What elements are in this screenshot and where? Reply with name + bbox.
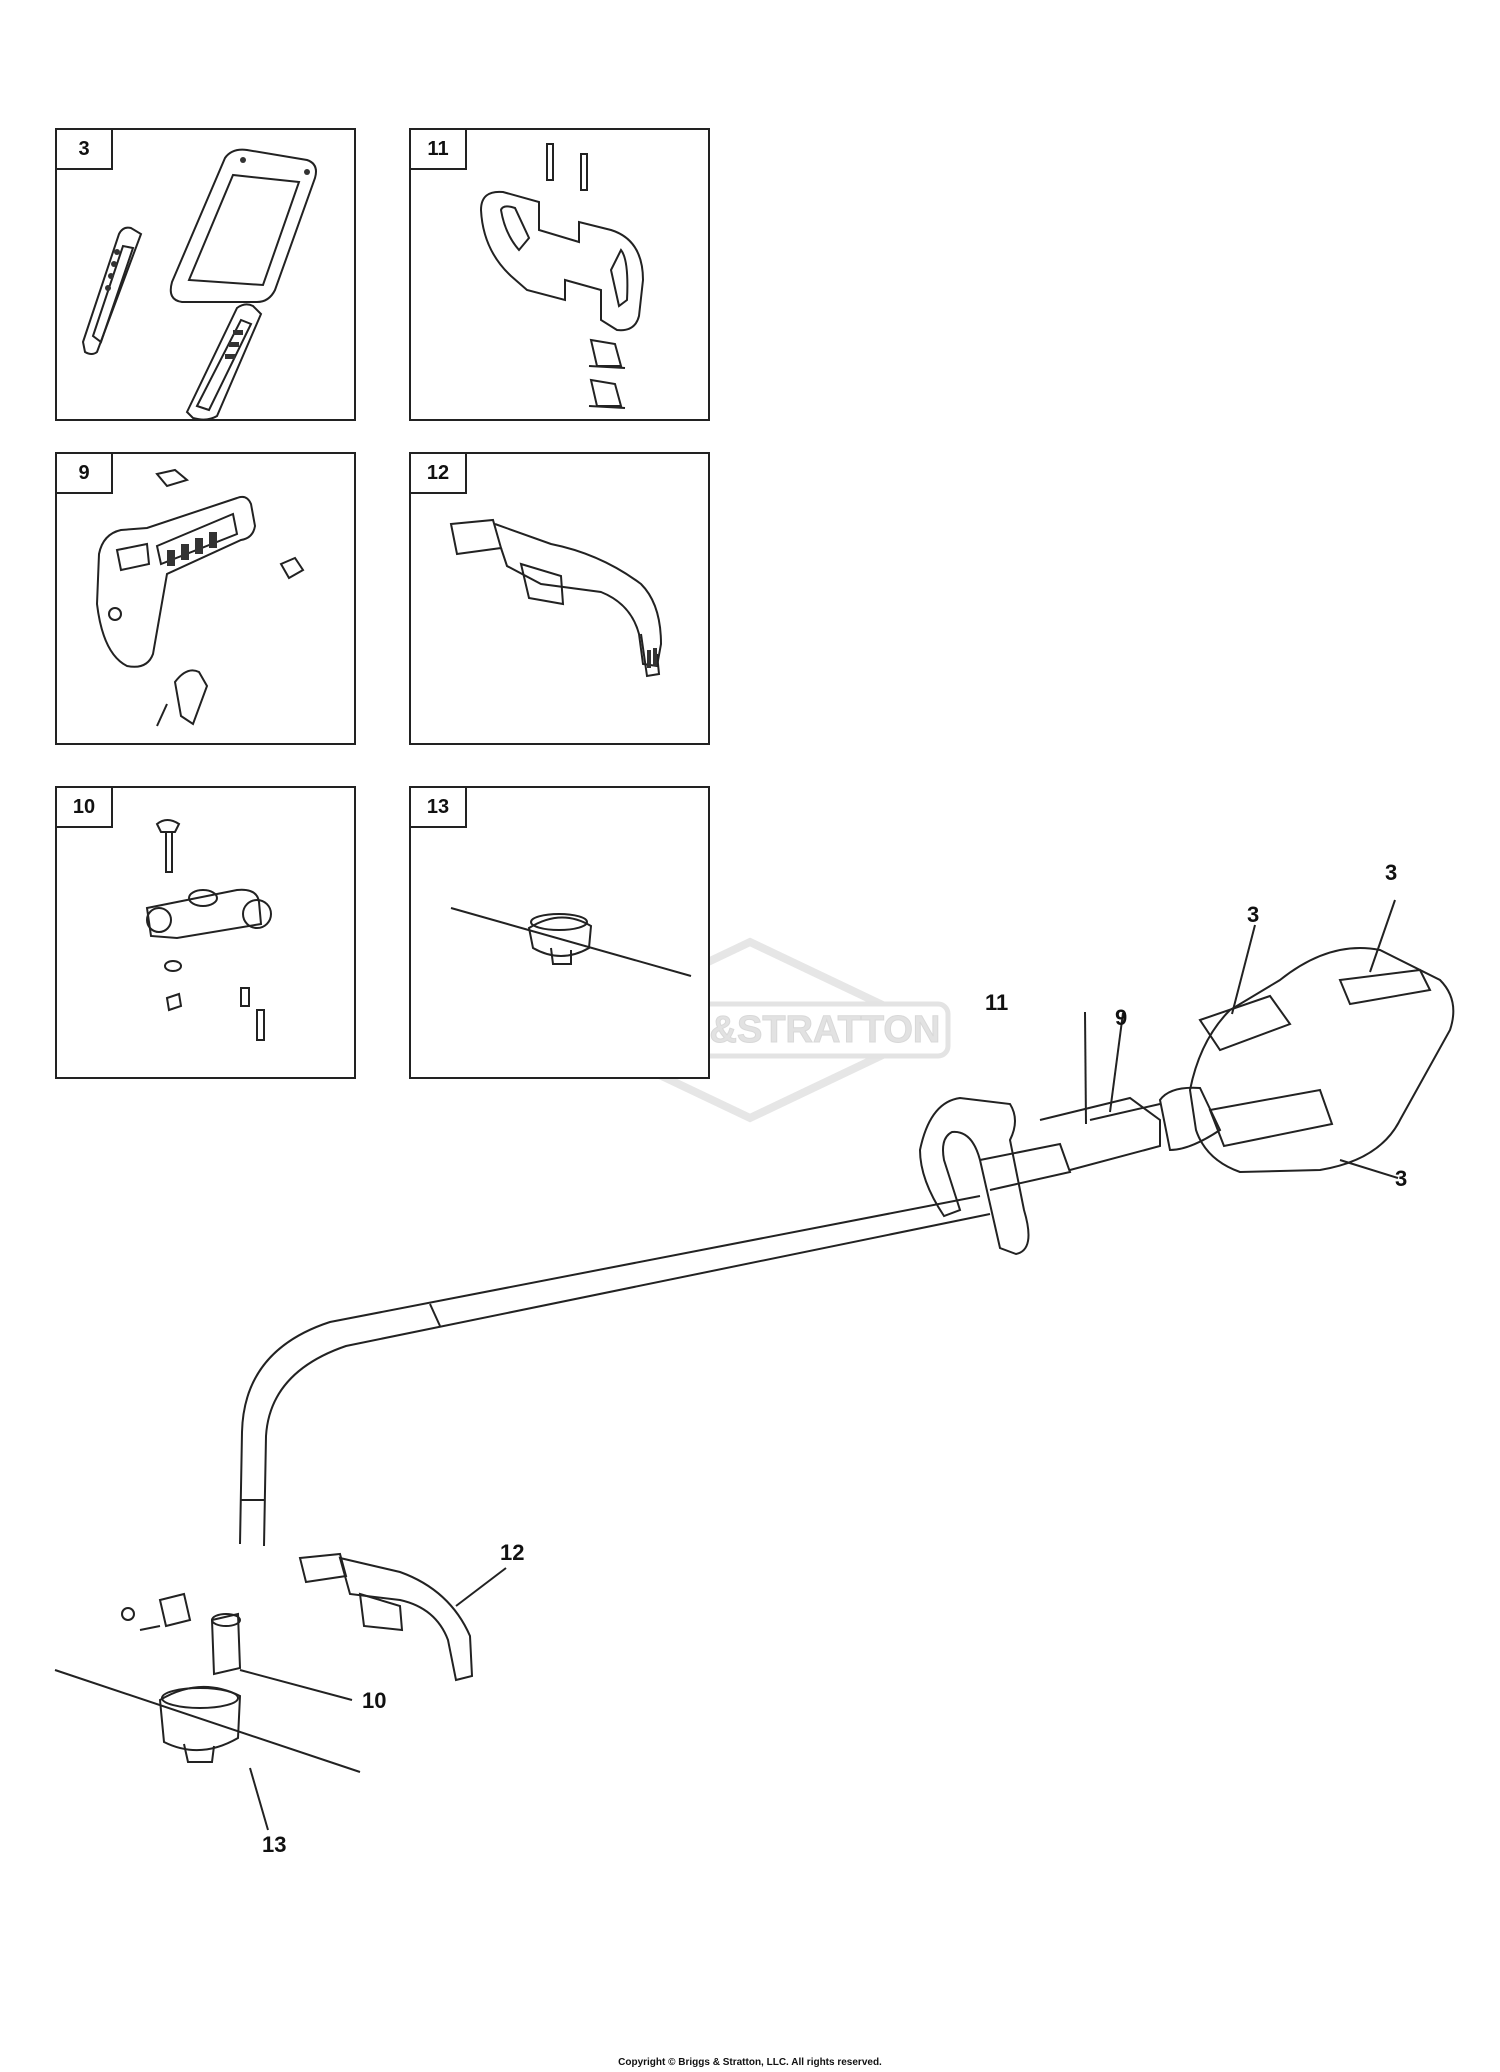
panel-label: 9 [57,454,113,494]
panel-part-9: 9 [55,452,356,745]
panel-part-11: 11 [409,128,710,421]
callout-3-top: 3 [1385,860,1398,885]
copyright-notice: Copyright © Briggs & Stratton, LLC. All … [618,2057,882,2068]
panel-part-13: 13 [409,786,710,1079]
panel-part-12: 12 [409,452,710,745]
callout-13: 13 [262,1832,287,1857]
trimmer-head-icon [450,907,692,977]
panel-part-10: 10 [55,786,356,1079]
callout-12: 12 [500,1540,525,1565]
panel-part-3: 3 [55,128,356,421]
cover-parts-icon [81,148,317,419]
coupler-icon [145,819,272,1041]
callout-3-middle: 3 [1247,902,1260,927]
guard-icon [449,518,663,678]
panel-label: 13 [411,788,467,828]
panel-label: 10 [57,788,113,828]
callout-10: 10 [362,1688,387,1713]
panel-label: 3 [57,130,113,170]
callout-11: 11 [985,990,1009,1015]
callout-9: 9 [1115,1005,1128,1030]
handle-bracket-icon [479,143,645,409]
grip-handle-icon [95,468,305,727]
panel-label: 11 [411,130,467,170]
callout-3-right: 3 [1395,1166,1408,1191]
panel-label: 12 [411,454,467,494]
